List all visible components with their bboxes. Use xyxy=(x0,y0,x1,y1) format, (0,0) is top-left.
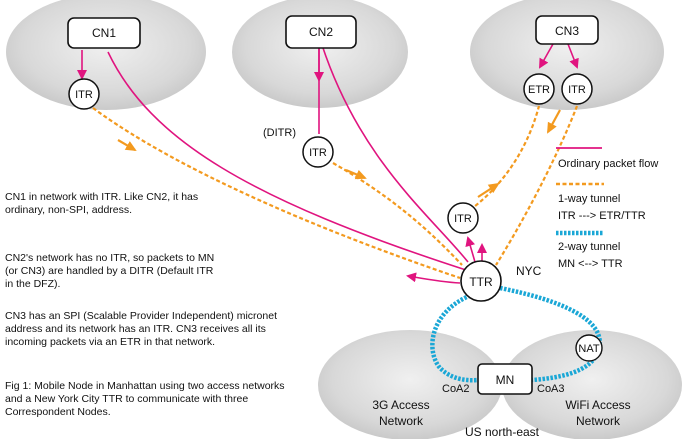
nyc-label: NYC xyxy=(516,264,542,278)
cn1-box xyxy=(67,17,141,49)
oneway-tunnel-ditr-arrow xyxy=(345,168,367,180)
itr-cn1-label: ITR xyxy=(75,89,93,101)
cn2-network xyxy=(232,0,408,108)
wifi-network-label-1: WiFi Access xyxy=(565,398,630,412)
cn3-description: CN3 has an SPI (Scalable Provider Indepe… xyxy=(5,310,277,348)
cn1-description: CN1 in network with ITR. Like CN2, it ha… xyxy=(5,191,199,216)
3g-network-label-1: 3G Access xyxy=(372,398,429,412)
oneway-tunnel-itr-arrow xyxy=(477,182,500,198)
legend-twoway-label-1: 2-way tunnel xyxy=(558,241,620,253)
3g-access-network xyxy=(318,330,502,439)
oneway-tunnel-cn1-itr xyxy=(92,107,461,280)
oneway-tunnel-itr-etr xyxy=(469,105,541,211)
twoway-tunnel-wifi xyxy=(499,285,602,383)
ordinary-flow-etr-cn3 xyxy=(539,43,554,69)
3g-network-label-2: Network xyxy=(379,414,424,428)
figure-caption: Fig 1: Mobile Node in Manhattan using tw… xyxy=(5,380,285,418)
legend-oneway-label-2: ITR ---> ETR/TTR xyxy=(558,210,646,222)
etr-cn3-label: ETR xyxy=(528,84,550,96)
itr-cn3-label: ITR xyxy=(568,84,586,96)
cn3-label: CN3 xyxy=(555,24,579,38)
oneway-tunnel-cn3-arrow xyxy=(547,109,561,134)
itr-mid-node xyxy=(447,202,479,234)
mn-box xyxy=(477,363,533,395)
wifi-access-network xyxy=(502,330,682,439)
cn3-network xyxy=(470,0,664,110)
ordinary-flow-ditr-ttr xyxy=(321,44,469,263)
etr-cn3-node xyxy=(523,73,555,105)
itr-ditr-label: ITR xyxy=(309,147,327,159)
ordinary-flow-ttr-itr xyxy=(465,236,476,263)
cn1-label: CN1 xyxy=(92,26,116,40)
cn3-box xyxy=(535,15,599,45)
ordinary-flow-cn3-itr xyxy=(567,43,579,69)
itr-mid-label: ITR xyxy=(454,213,472,225)
oneway-tunnel-cn1-arrow xyxy=(117,139,137,152)
cn2-description: CN2's network has no ITR, so packets to … xyxy=(5,252,215,290)
nat-label: NAT xyxy=(578,343,599,355)
coa3-label: CoA3 xyxy=(537,383,565,395)
ttr-node xyxy=(460,260,502,302)
mn-label: MN xyxy=(496,373,515,387)
cn1-network xyxy=(6,0,206,110)
legend-twoway-label-2: MN <--> TTR xyxy=(558,258,623,270)
legend-ordinary-label: Ordinary packet flow xyxy=(558,158,658,170)
legend-oneway-label-1: 1-way tunnel xyxy=(558,193,620,205)
region-label: US north-east xyxy=(465,425,540,439)
nat-node xyxy=(575,334,603,362)
ditr-label: (DITR) xyxy=(263,127,296,139)
itr-cn3-node xyxy=(561,73,593,105)
oneway-tunnel-ditr xyxy=(332,162,463,266)
cn2-box xyxy=(285,15,357,49)
cn2-label: CN2 xyxy=(309,25,333,39)
ordinary-flow-cn1-ttr xyxy=(107,51,467,271)
wifi-network-label-2: Network xyxy=(576,414,621,428)
coa2-label: CoA2 xyxy=(442,383,470,395)
ttr-label: TTR xyxy=(469,275,493,289)
ordinary-flow-ttr-to-cn xyxy=(406,272,461,284)
itr-cn1-node xyxy=(68,78,100,110)
itr-ditr-node xyxy=(302,136,334,168)
